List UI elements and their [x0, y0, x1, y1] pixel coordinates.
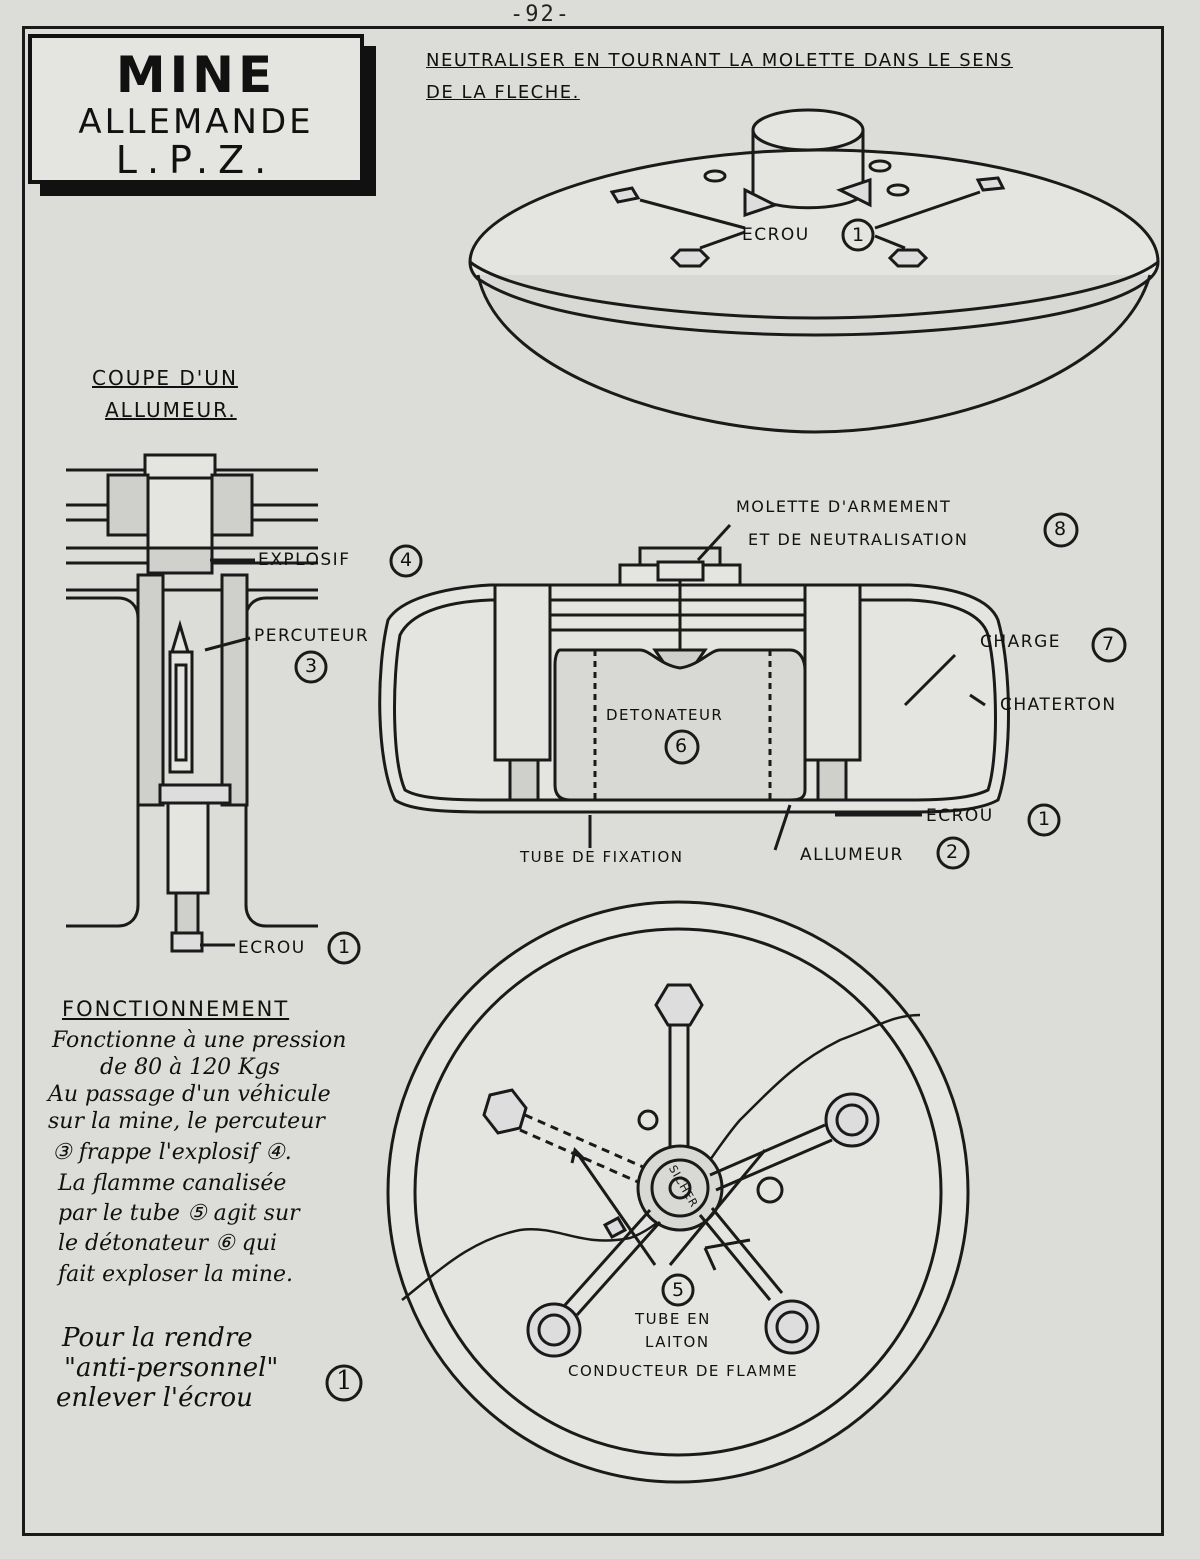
allumeur-number: 2: [946, 841, 960, 863]
note-line-1: Pour la rendre: [62, 1323, 253, 1353]
top-view-ecrou-number: 1: [852, 224, 866, 246]
hex-nut-icon: [669, 248, 711, 268]
molette-number: 8: [1054, 518, 1068, 540]
number-markers: [294, 218, 1127, 1402]
mine-perspective-view: [468, 108, 1160, 434]
title-model: L.P.Z.: [115, 138, 277, 182]
tube-label-3: CONDUCTEUR DE FLAMME: [568, 1362, 799, 1380]
note-number: 1: [336, 1366, 353, 1396]
mine-cross-section-drawing: [378, 523, 1010, 851]
molette-label-2: ET DE NEUTRALISATION: [748, 530, 969, 549]
fonctionnement-line: ③ frappe l'explosif ④.: [52, 1140, 292, 1165]
fonctionnement-line: fait exploser la mine.: [58, 1262, 293, 1287]
allumeur-label: ALLUMEUR: [800, 845, 904, 865]
igniter-heading-1: COUPE D'UN: [92, 366, 238, 390]
tube-label-1: TUBE EN: [635, 1310, 711, 1328]
charge-label: CHARGE: [980, 632, 1062, 652]
tube-label-2: LAITON: [645, 1333, 710, 1351]
charge-number: 7: [1102, 633, 1116, 655]
chaterton-label: CHATERTON: [1000, 695, 1117, 715]
hex-nut-icon: [482, 1088, 528, 1135]
page-frame: [22, 26, 1164, 1536]
note-line-2: "anti-personnel": [64, 1353, 279, 1383]
fonctionnement-line: Au passage d'un véhicule: [48, 1082, 331, 1107]
fonctionnement-line: de 80 à 120 Kgs: [100, 1055, 280, 1080]
igniter-heading-2: ALLUMEUR.: [105, 398, 237, 422]
fonctionnement-line: le détonateur ⑥ qui: [58, 1231, 278, 1256]
fonctionnement-line: par le tube ⑤ agit sur: [58, 1201, 300, 1226]
note-line-3: enlever l'écrou: [56, 1383, 253, 1413]
fonctionnement-line: Fonctionne à une pression: [52, 1028, 347, 1053]
explosif-label: EXPLOSIF: [258, 550, 351, 570]
ecrou-number: 1: [1038, 808, 1052, 830]
molette-label-1: MOLETTE D'ARMEMENT: [736, 497, 952, 516]
percuteur-number: 3: [305, 655, 319, 677]
allumeur-ecrou-label: ECROU: [238, 938, 306, 958]
detonateur-number: 6: [675, 735, 689, 757]
igniter-section-drawing: [66, 453, 318, 953]
mine-bottom-view-drawing: [386, 900, 970, 1484]
allumeur-ecrou-number: 1: [338, 936, 352, 958]
fonctionnement-heading: FONCTIONNEMENT: [62, 997, 290, 1021]
page-number: -92-: [510, 2, 571, 27]
top-view-ecrou-label: ECROU: [742, 225, 810, 245]
ecrou-label: ECROU: [926, 806, 994, 826]
title-subtitle: ALLEMANDE: [78, 102, 314, 142]
percuteur-label: PERCUTEUR: [254, 626, 370, 646]
fonctionnement-line: La flamme canalisée: [58, 1171, 287, 1196]
explosif-number: 4: [400, 549, 414, 571]
tube-number: 5: [672, 1279, 686, 1301]
tube-fixation-label: TUBE DE FIXATION: [520, 848, 684, 866]
instruction-line-2: DE LA FLECHE.: [426, 82, 580, 103]
title-box: MINE ALLEMANDE L.P.Z.: [28, 34, 364, 184]
hex-nut-icon: [654, 983, 704, 1027]
title-main: MINE: [115, 46, 277, 104]
hex-nut-icon: [887, 248, 929, 268]
detonateur-label: DETONATEUR: [606, 706, 724, 724]
instruction-line-1: NEUTRALISER EN TOURNANT LA MOLETTE DANS …: [426, 50, 1013, 71]
fonctionnement-line: sur la mine, le percuteur: [48, 1109, 325, 1134]
